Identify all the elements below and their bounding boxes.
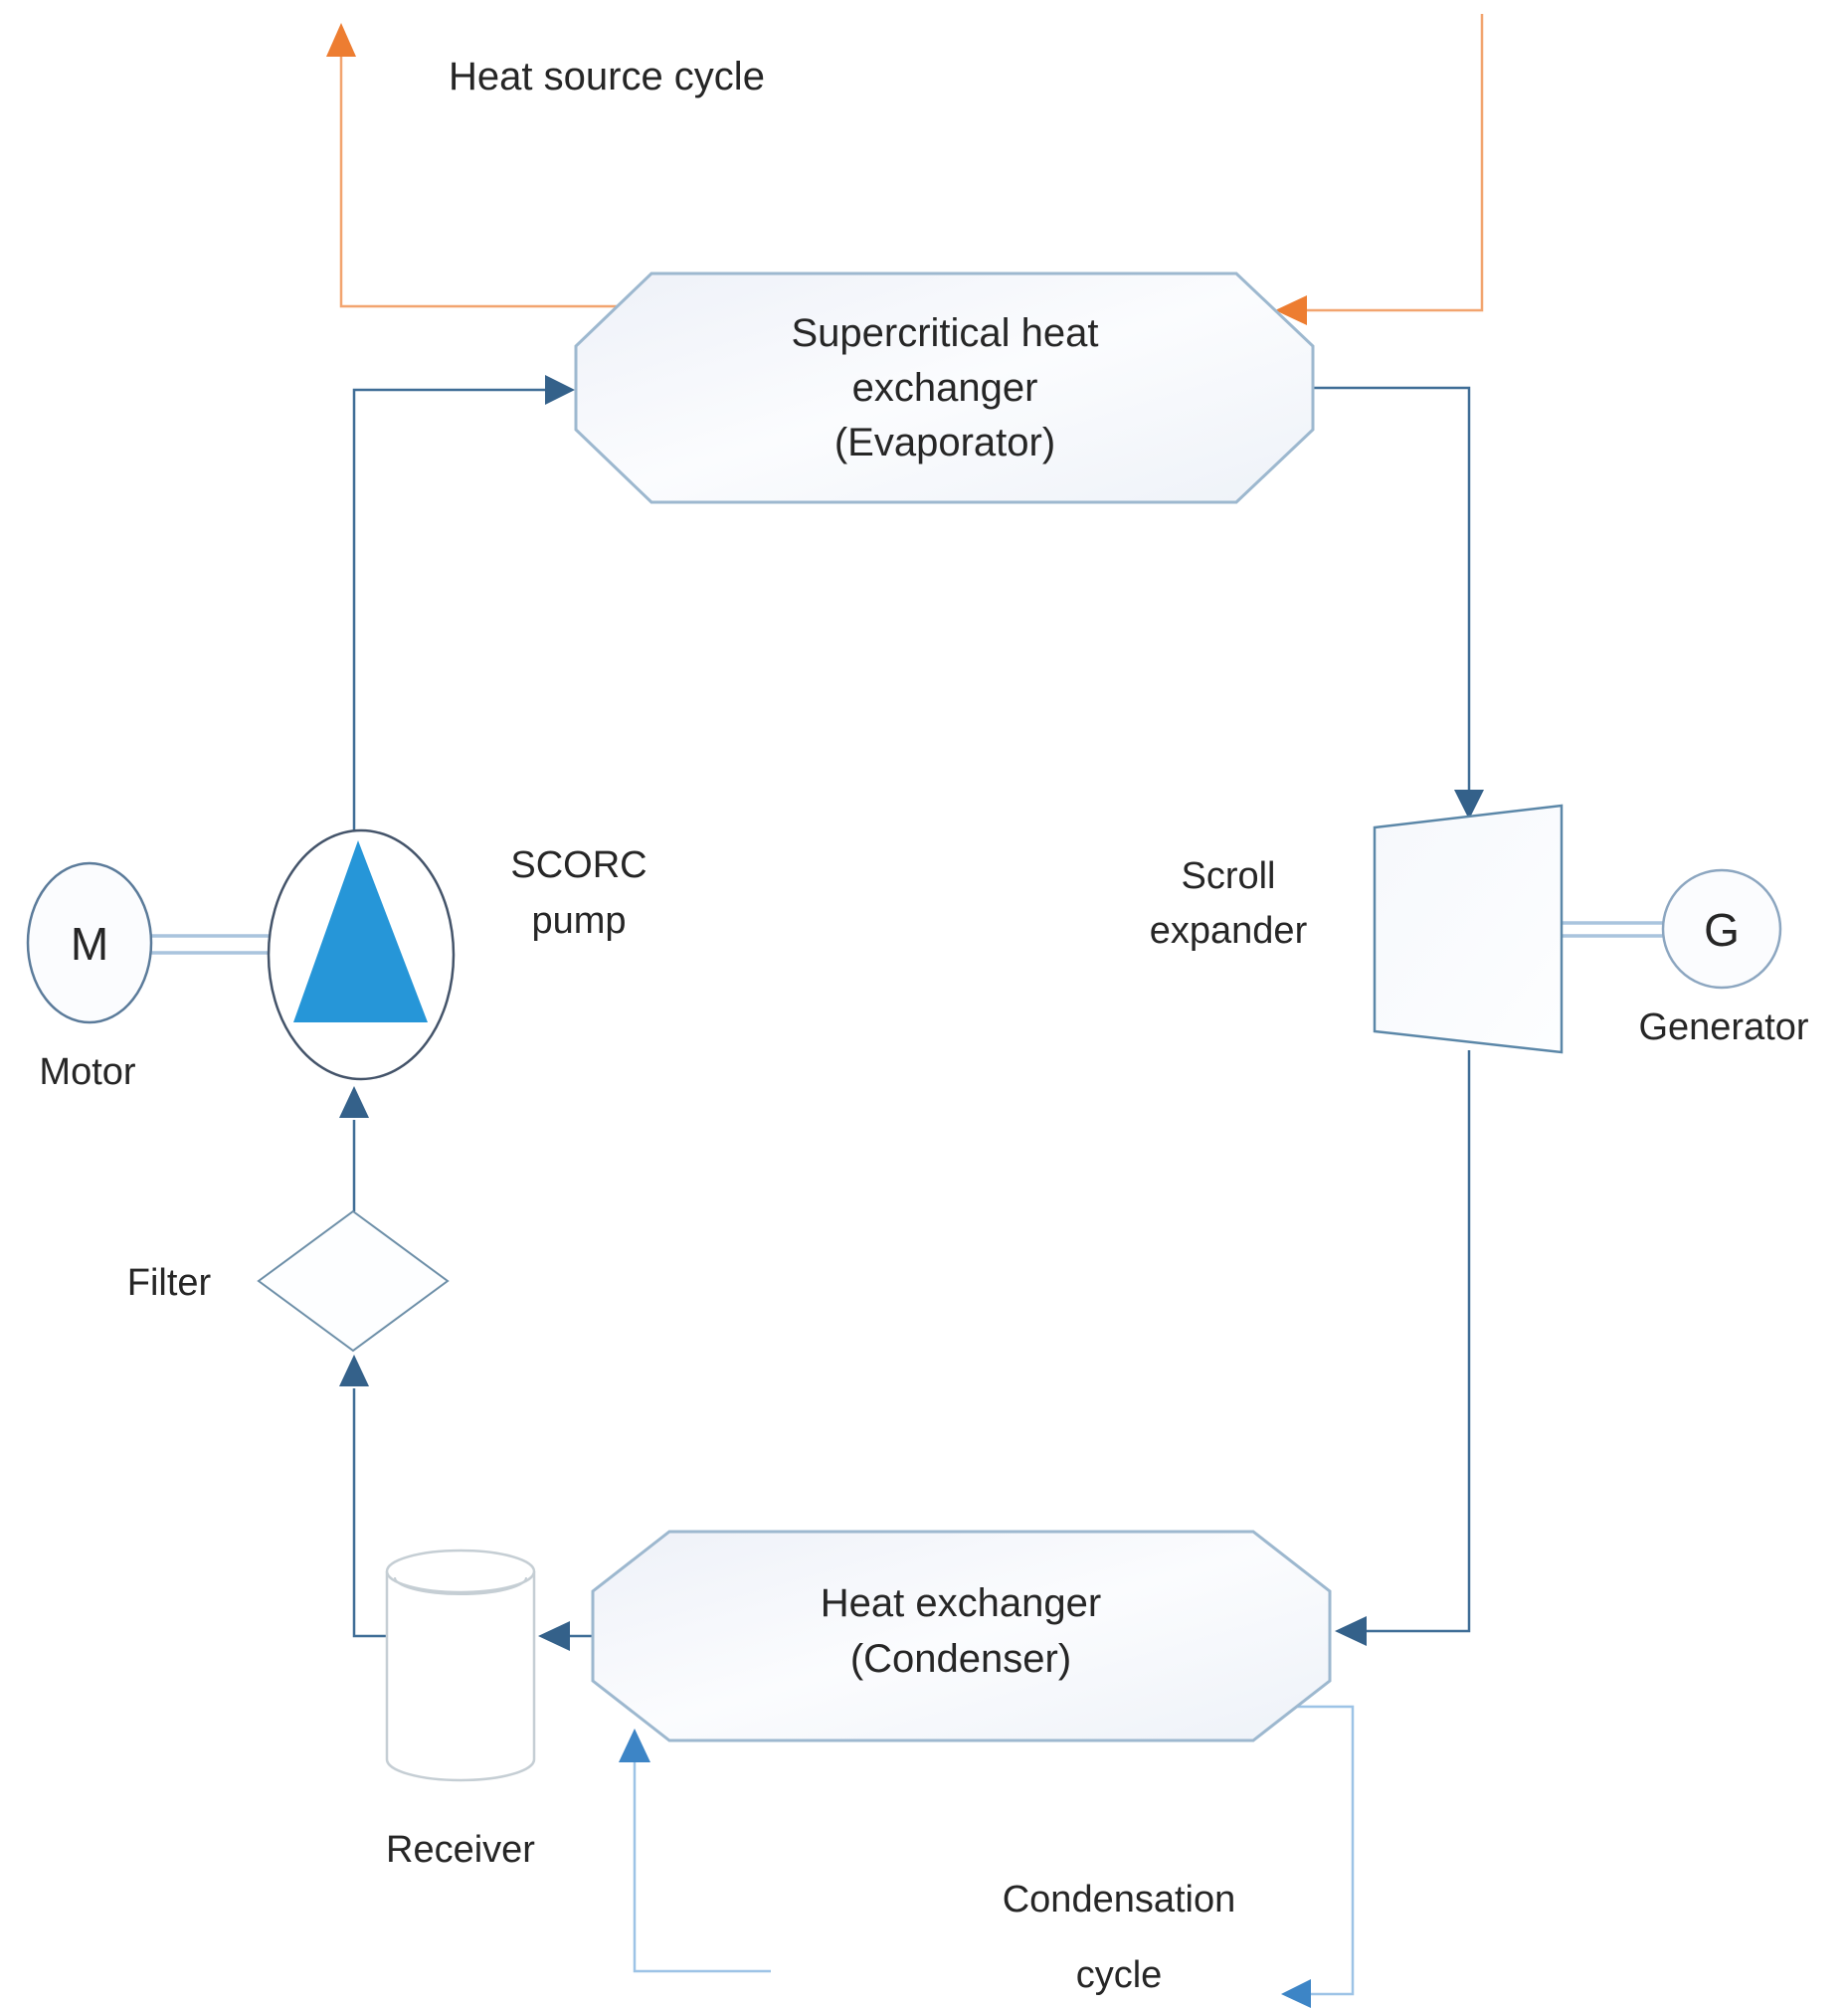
svg-text:expander: expander (1150, 910, 1308, 952)
line-condensation-in (633, 1762, 771, 1973)
evaporator-shape (574, 272, 1315, 504)
svg-text:Supercritical heat: Supercritical heat (791, 311, 1098, 355)
svg-text:SCORC: SCORC (510, 844, 647, 886)
motor-label: Motor (39, 1051, 135, 1093)
line-condensation-out (1297, 1705, 1355, 1996)
svg-text:(Evaporator): (Evaporator) (834, 421, 1055, 464)
receiver-label: Receiver (386, 1829, 535, 1871)
expander-generator-shaft (1562, 921, 1665, 938)
svg-text:Scroll: Scroll (1181, 855, 1275, 897)
filter-label: Filter (127, 1262, 212, 1304)
heat-source-loop (326, 14, 1484, 325)
arrow-into-condenser-icon (1335, 1616, 1367, 1646)
orc-loop (339, 375, 1484, 1651)
line-heat-source-in (1307, 14, 1484, 312)
svg-text:Condensation: Condensation (1003, 1879, 1236, 1920)
svg-text:(Condenser): (Condenser) (850, 1637, 1071, 1681)
condenser-shape (591, 1530, 1332, 1742)
line-evaporator-to-expander (1313, 386, 1471, 792)
arrow-into-expander-icon (1454, 790, 1484, 820)
arrow-heat-source-in-icon (1275, 295, 1307, 325)
line-expander-to-condenser (1365, 1050, 1471, 1633)
scroll-expander-label: Scroll expander (1150, 855, 1308, 952)
filter-shape (257, 1209, 450, 1353)
arrow-condensation-out-icon (1281, 1979, 1311, 2008)
pump-triangle-icon (293, 840, 428, 1022)
arrow-into-filter-icon (339, 1355, 369, 1386)
generator-symbol: G (1704, 904, 1740, 956)
condensation-cycle-label: Condensation cycle (1003, 1879, 1236, 1996)
receiver-shape (385, 1549, 536, 1782)
line-receiver-to-filter (352, 1388, 387, 1638)
arrow-condensation-in-icon (619, 1729, 650, 1762)
line-pump-to-evaporator (352, 388, 547, 847)
motor-symbol: M (71, 918, 108, 970)
arrow-into-evaporator-icon (545, 375, 575, 405)
pump-label: SCORC pump (510, 844, 647, 942)
scroll-expander-shape (1373, 804, 1564, 1054)
motor-pump-shaft (151, 934, 271, 955)
arrow-into-receiver-icon (538, 1621, 570, 1651)
generator-shape (1661, 868, 1782, 990)
svg-text:cycle: cycle (1076, 1954, 1163, 1996)
generator-label: Generator (1638, 1006, 1808, 1048)
svg-text:exchanger: exchanger (852, 366, 1038, 410)
arrow-heat-source-out-icon (326, 23, 356, 57)
motor-shape (26, 861, 153, 1024)
heat-source-cycle-label: Heat source cycle (449, 55, 765, 98)
svg-text:pump: pump (531, 900, 626, 942)
arrow-into-pump-icon (339, 1086, 369, 1118)
condensation-loop (619, 1705, 1355, 2008)
evaporator-label: Supercritical heat exchanger (Evaporator… (791, 311, 1098, 464)
svg-text:Heat exchanger: Heat exchanger (821, 1581, 1101, 1625)
condenser-label: Heat exchanger (Condenser) (821, 1581, 1101, 1681)
line-heat-source-out (339, 57, 618, 308)
